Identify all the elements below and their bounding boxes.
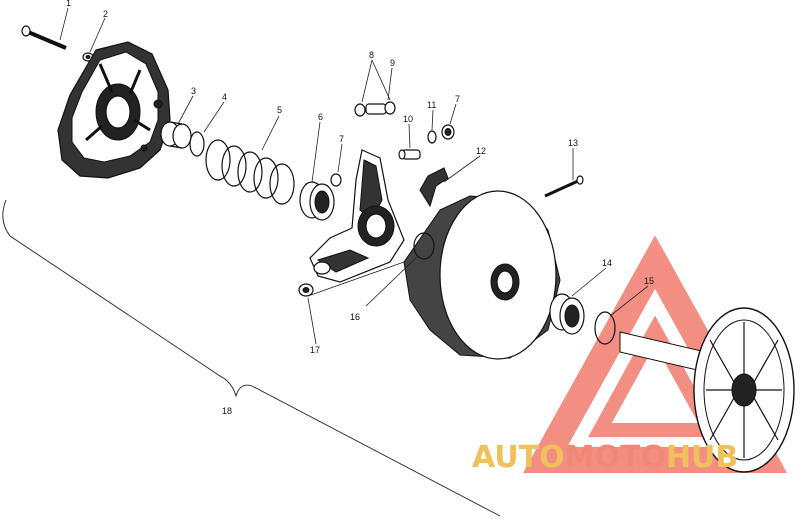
callout-9: 9 xyxy=(390,58,395,68)
callout-6: 6 xyxy=(318,112,323,122)
part-13-bolt xyxy=(544,175,584,198)
callout-5: 5 xyxy=(277,105,282,115)
callout-11: 11 xyxy=(427,100,436,110)
callout-15: 15 xyxy=(644,276,654,286)
callout-3: 3 xyxy=(191,86,196,96)
watermark-part-3: HUB xyxy=(666,440,738,475)
callout-labels: 1 2 3 4 5 6 7 7 8 9 10 11 12 13 14 15 16… xyxy=(66,0,654,416)
callout-18: 18 xyxy=(222,406,232,416)
callout-7b: 7 xyxy=(455,94,460,104)
part-8-9-pins xyxy=(354,101,396,117)
callout-17: 17 xyxy=(310,345,320,355)
part-15-ring xyxy=(594,311,616,345)
callout-12: 12 xyxy=(476,146,486,156)
part-17-nut xyxy=(298,283,314,297)
leader-lines xyxy=(59,7,649,345)
part-4-ring xyxy=(189,131,205,157)
part-3-bushing xyxy=(160,121,192,149)
watermark-text: AUTOMOTOHUB xyxy=(472,440,738,475)
spider-arm xyxy=(309,149,405,283)
part-11-washer xyxy=(427,130,437,144)
watermark-part-1: AUTO xyxy=(472,440,565,475)
callout-1: 1 xyxy=(66,0,71,8)
part-1-bolt xyxy=(21,25,67,50)
svg-text:AUTOMOTOHUB: AUTOMOTOHUB xyxy=(472,440,738,475)
clutch-cover xyxy=(57,41,171,179)
callout-7a: 7 xyxy=(339,134,344,144)
part-5-spring xyxy=(205,139,295,205)
part-12-weight xyxy=(419,167,449,208)
part-7-roller-a xyxy=(330,173,342,187)
callout-10: 10 xyxy=(403,114,413,124)
callout-2: 2 xyxy=(103,9,108,19)
bracket-18 xyxy=(2,199,501,517)
movable-sheave xyxy=(403,190,561,360)
callout-8: 8 xyxy=(369,50,374,60)
callout-4: 4 xyxy=(222,92,227,102)
fixed-sheave xyxy=(619,307,795,473)
part-7-roller-b xyxy=(441,124,455,140)
part-16-ring xyxy=(413,232,435,260)
callout-16: 16 xyxy=(350,312,360,322)
watermark-part-2: MOTO xyxy=(565,440,666,475)
callout-13: 13 xyxy=(568,138,578,148)
callout-14: 14 xyxy=(602,258,612,268)
part-10-pin xyxy=(398,149,421,160)
part-14-bushing xyxy=(549,293,585,335)
part-6-sleeve xyxy=(299,181,335,221)
